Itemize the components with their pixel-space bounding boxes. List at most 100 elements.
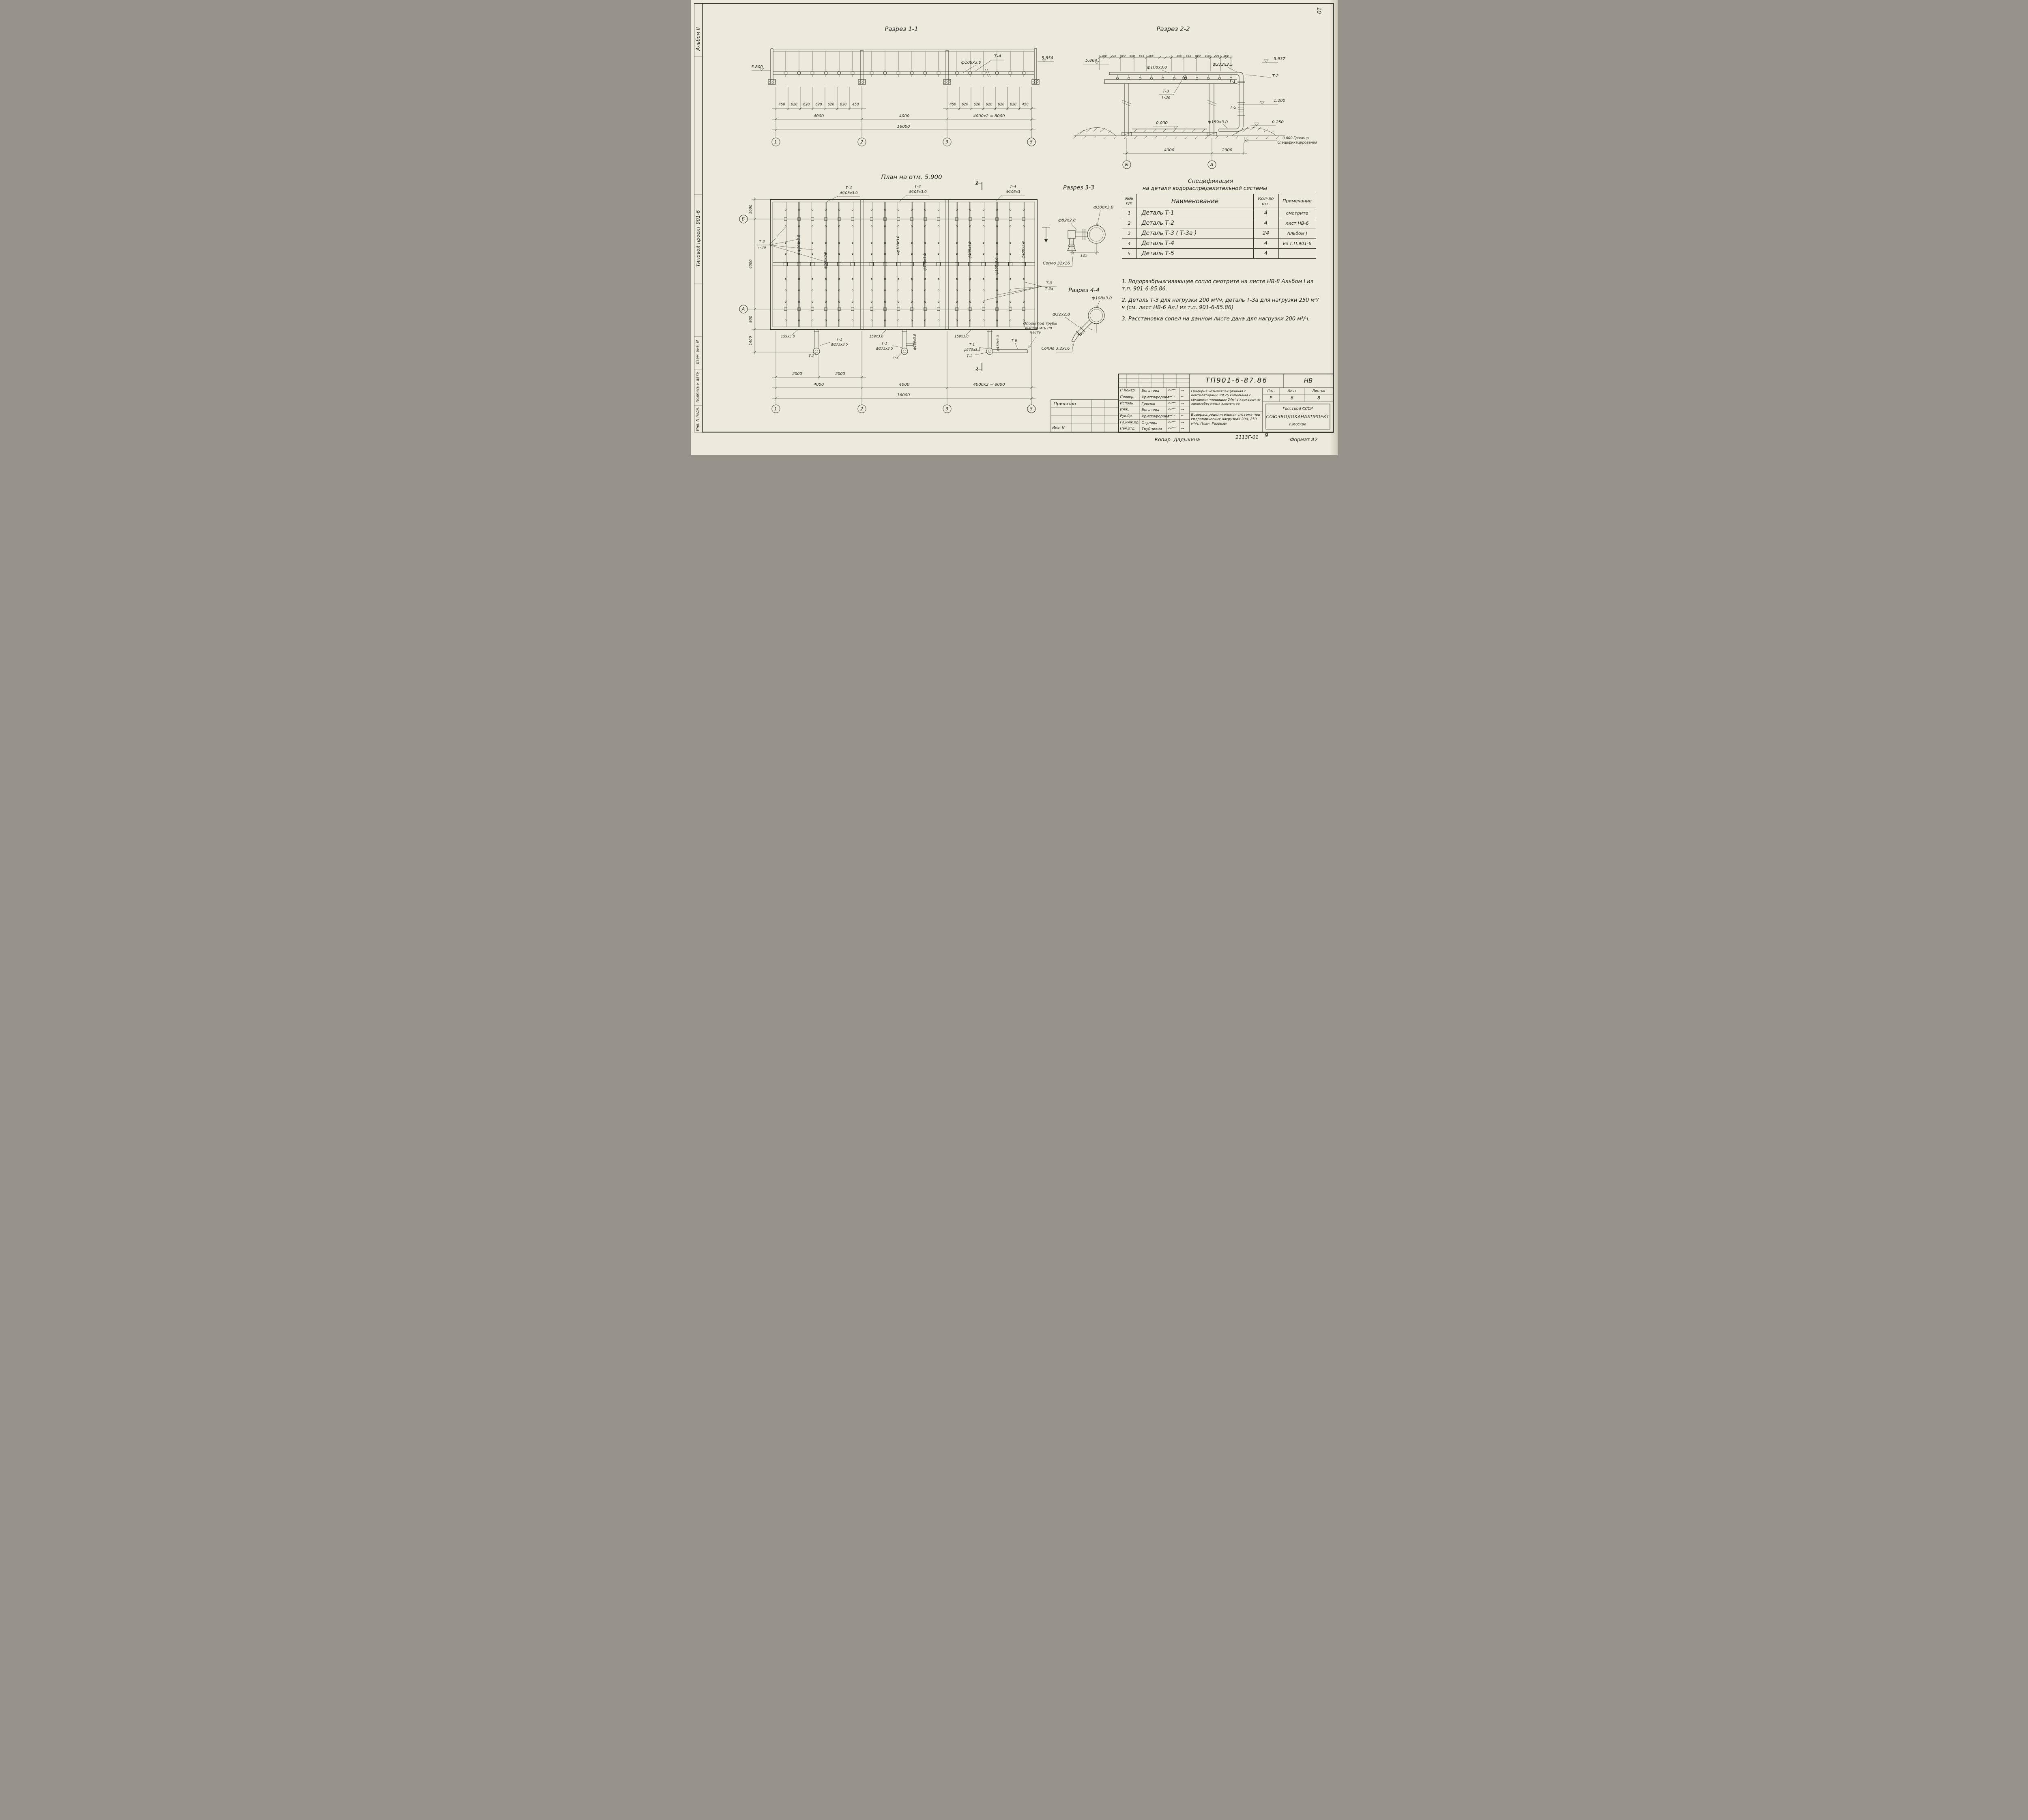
boundary-note-line1: 0.000 Граница [1283, 136, 1309, 140]
label-t6: Т-6 [1011, 339, 1017, 343]
note-1: 1. Водоразбрызгивающее сопло смотрите на… [1121, 279, 1313, 292]
supports-note-line2: выполнить по [1025, 326, 1052, 331]
label-lateral-pipe: ф108х3.0 [797, 234, 801, 252]
axis-bubble: Б [1122, 160, 1131, 169]
spec-cell-num: 3 [1121, 228, 1137, 239]
axis-bubble: 5 [1027, 404, 1035, 413]
elevation-1200: 1.200 [1274, 99, 1285, 103]
axis-bubble: 2 [857, 404, 866, 413]
spec-header-num: №№ п/п [1121, 194, 1137, 208]
elevation-0000: 0.000 [1156, 121, 1168, 125]
note-2: 2. Деталь Т-3 для нагрузки 200 м³/ч, дет… [1121, 297, 1319, 311]
margin-album-label: Альбом II [695, 27, 701, 51]
label-pipe-159: ф159х3.0 [1207, 120, 1228, 125]
label-pipe-108: ф108х3.0 [840, 191, 858, 196]
spec-row: 3 Деталь Т-3 ( Т-3а ) 24 Альбом I [1121, 228, 1316, 239]
label-pipe-108: ф108х3.0 [961, 60, 982, 65]
spec-row: 4 Деталь Т-4 4 из Т.П.901-6 [1121, 238, 1316, 249]
supports-note-line3: месту [1029, 331, 1041, 335]
elevation-5864: 5.864 [1085, 58, 1097, 63]
axis-bubble: 5 [1027, 138, 1035, 146]
label-lateral-pipe: ф108х3.0 [923, 253, 927, 271]
label-t1: Т-1 [1229, 80, 1236, 84]
section-2-2-linework [1073, 55, 1285, 160]
elevation-5854: 5.854 [1042, 56, 1053, 60]
stamp-description-bottom: Водораспределительная система при гидрав… [1191, 413, 1261, 426]
spec-cell-note: лист НВ-6 [1278, 218, 1316, 228]
dim-left: 900 [749, 316, 753, 323]
stamp-listov-value: 8 [1317, 395, 1320, 401]
footer-copier-label: Копир. Дадыкина [1154, 437, 1200, 443]
label-pipe-108: ф108х3.0 [909, 190, 927, 194]
elevation-5800: 5.800 [751, 65, 763, 69]
dim-4000: 4000 [813, 382, 824, 387]
stamp-list-header: Лист [1287, 389, 1297, 393]
axis-bubble: А [1207, 160, 1216, 169]
spec-cell-name: Деталь Т-3 ( Т-3а ) [1136, 228, 1254, 239]
label-pipe-108: ф108х3.0 [1147, 65, 1167, 70]
stamp-role: Нач.отд. [1120, 427, 1136, 431]
margin-vzam-label: Взам. инв. N [696, 340, 700, 364]
cut-mark-2: 2 [975, 366, 979, 372]
axis-bubble: Б [739, 215, 748, 223]
dim-4000: 4000 [1164, 148, 1175, 153]
spec-header-qty-2: шт. [1262, 201, 1270, 206]
footer-page-number: 9 [1265, 432, 1268, 439]
margin-podpis-label: Подпись и дата [696, 372, 700, 403]
axis-bubble: 3 [943, 138, 951, 146]
section-2-2-title: Разрез 2-2 [1156, 25, 1190, 33]
stamp-name: Стулова [1141, 421, 1158, 425]
label-t3a: Т-3а [1161, 95, 1171, 100]
spec-cell-note: смотрите [1278, 208, 1316, 218]
margin-inv-podl-label: Инв. N подл. [696, 407, 700, 431]
spec-cell-qty: 24 [1253, 228, 1279, 239]
spec-cell-qty: 4 [1253, 208, 1279, 218]
dim-left: 4000 [749, 259, 753, 269]
label-pipe-108: ф108х3.0 [1093, 205, 1114, 210]
label-nozzle: Сопло 32х16 [1043, 261, 1070, 266]
label-lateral-pipe: ф108х3.0 [823, 251, 828, 269]
label-t1: Т-1 [969, 343, 975, 347]
detail-4-4-linework [1028, 301, 1104, 352]
stamp-role: Провер. [1120, 395, 1134, 399]
spec-row: 1 Деталь Т-1 4 смотрите [1121, 208, 1316, 218]
label-riser-159: ф159х3.0 [996, 335, 1000, 351]
axis-bubble: 2 [857, 138, 866, 146]
spec-cell-qty: 4 [1253, 218, 1279, 228]
stamp-name: Христофорова [1141, 395, 1170, 400]
spec-cell-qty: 4 [1253, 248, 1279, 259]
doc-number: ТП901-6-87.86 [1205, 376, 1268, 385]
label-pipe-273: ф273х3.5 [831, 342, 848, 347]
spec-row: 2 Деталь Т-2 4 лист НВ-6 [1121, 218, 1316, 228]
spec-cell-note: из Т.П.901-6 [1278, 238, 1316, 249]
privyazan-label: Привязан [1053, 401, 1076, 406]
elevation-5937: 5.937 [1274, 57, 1285, 61]
stamp-listov-header: Листов [1312, 389, 1326, 393]
label-pipe-273: ф273х3.5 [876, 346, 893, 351]
spec-cell-qty: 4 [1253, 238, 1279, 249]
detail-3-3-title: Разрез 3-3 [1063, 185, 1094, 191]
label-lateral-pipe: ф108х3.0 [1021, 241, 1026, 259]
label-t5: Т-5 [1230, 105, 1237, 110]
spec-cell-name: Деталь Т-4 [1136, 238, 1254, 249]
label-t3: Т-3 [1046, 281, 1052, 286]
stamp-lit-header: Лит. [1267, 389, 1275, 393]
label-t3a: Т-3а [1045, 287, 1053, 291]
title-block-lines [1050, 374, 1334, 433]
spec-cell-name: Деталь Т-5 [1136, 248, 1254, 259]
dim-16000: 16000 [897, 125, 910, 129]
label-t4: Т-4 [1010, 185, 1016, 189]
spec-cell-name: Деталь Т-2 [1136, 218, 1254, 228]
stamp-name: Богачева [1141, 389, 1160, 393]
label-lateral-pipe: ф108х3.0 [968, 241, 972, 259]
axis-bubble: 3 [943, 404, 951, 413]
cut-mark-2: 2 [975, 180, 979, 186]
dim-2000: 2000 [835, 372, 845, 376]
dim-2000: 2000 [792, 372, 802, 376]
spec-cell-note: Альбом I [1278, 228, 1316, 239]
stamp-role: Исполн. [1120, 402, 1134, 406]
stamp-description-top: Градирня четырехсекционная с вентилятора… [1191, 389, 1261, 406]
dim-2300: 2300 [1222, 148, 1233, 153]
dim-16000: 16000 [897, 393, 910, 398]
label-nozzle: Сопла 3.2х16 [1041, 346, 1070, 351]
